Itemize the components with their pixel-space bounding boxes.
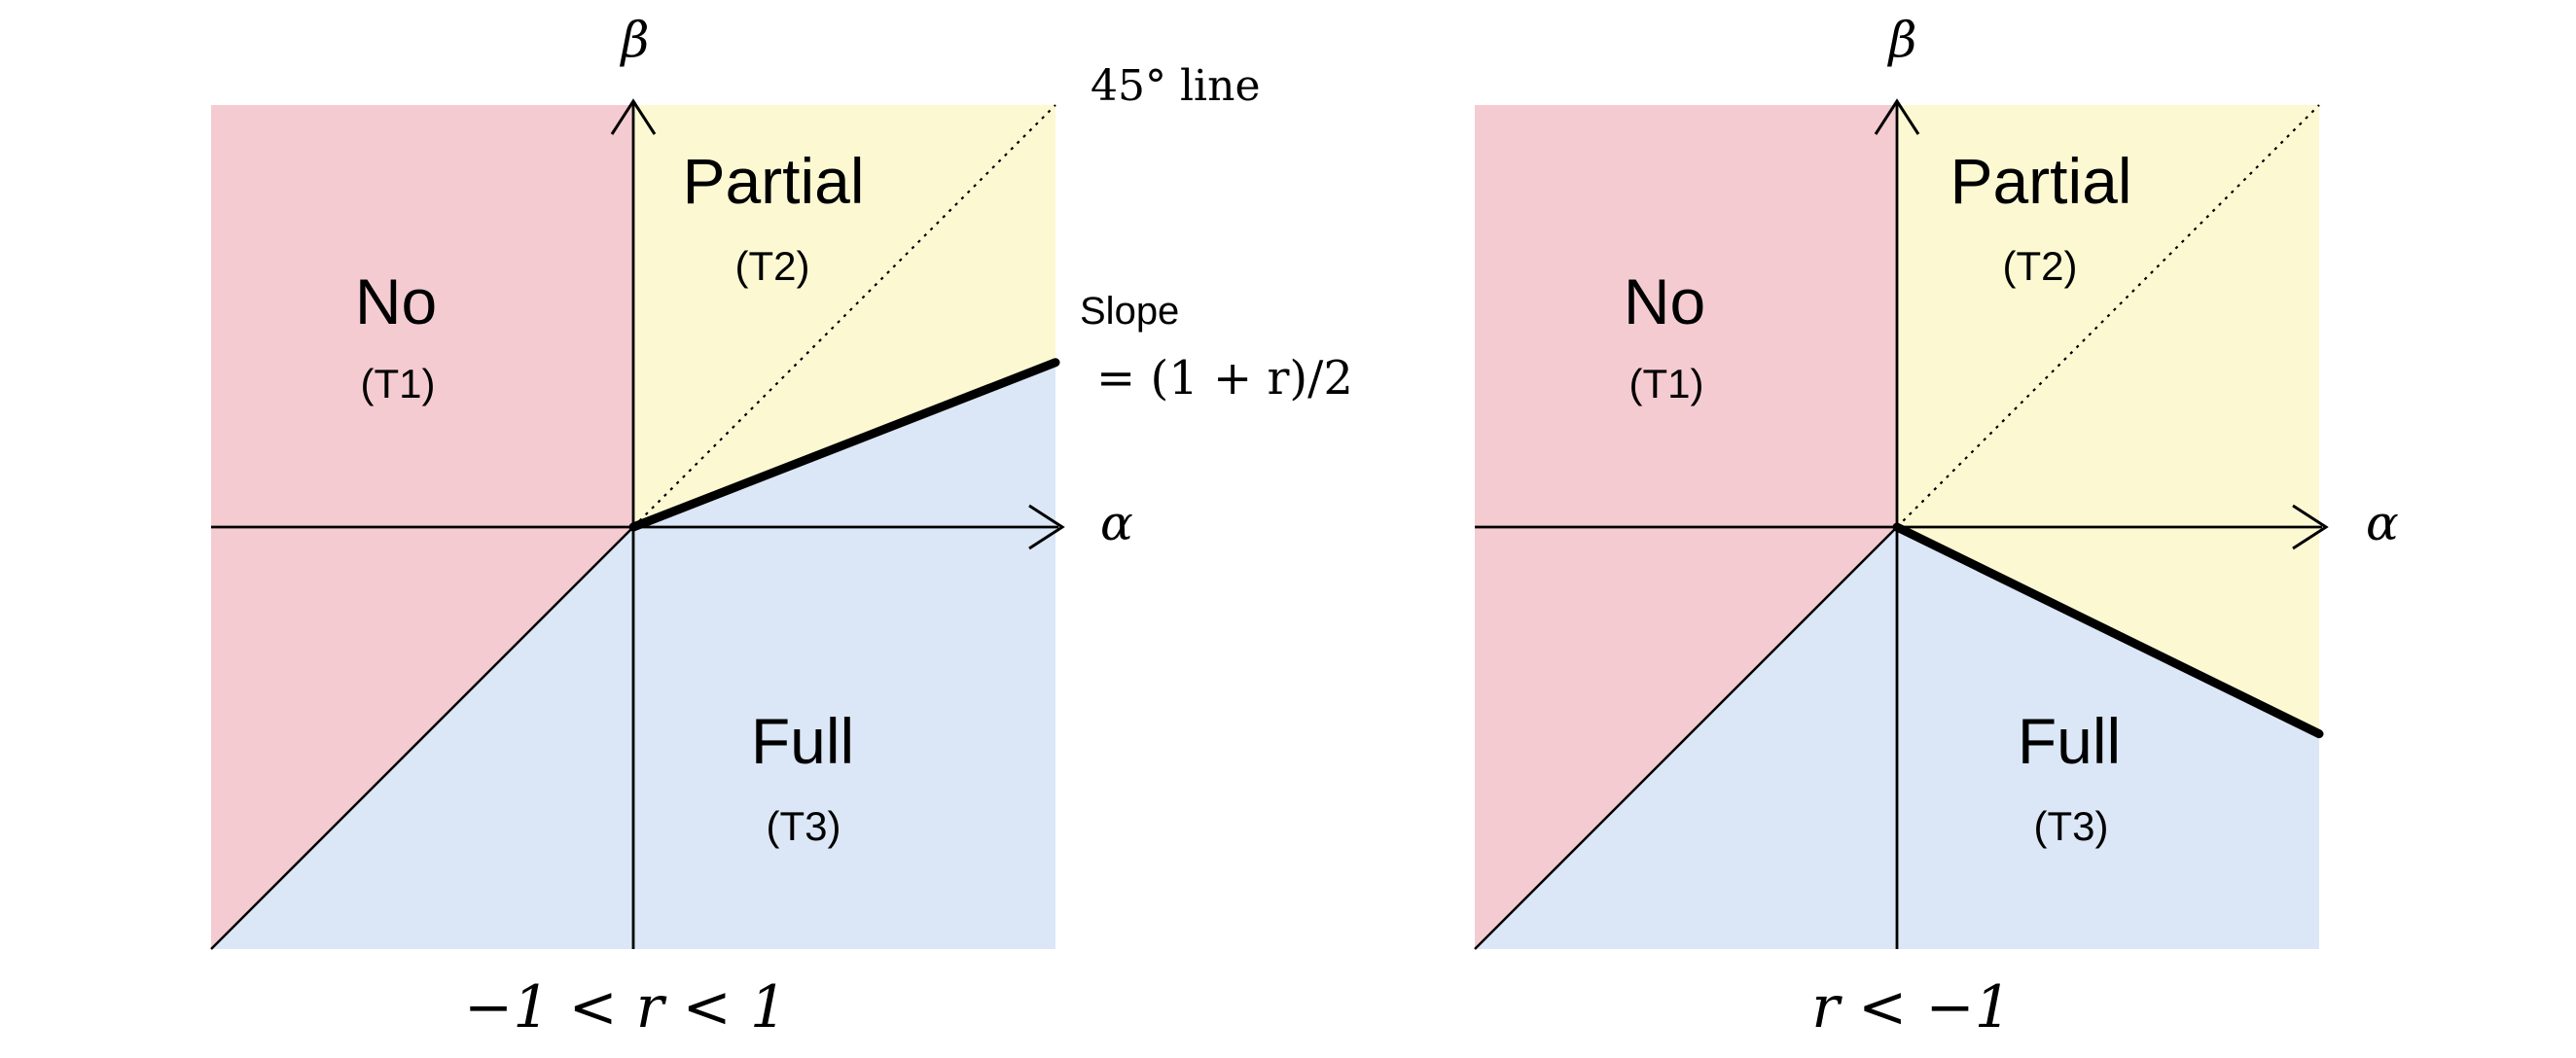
forty-five-degree-line — [632, 104, 1056, 528]
no-region-tag: (T1) — [1629, 361, 1704, 406]
alpha-axis-arrow-icon — [2292, 504, 2329, 550]
alpha-axis-arrow-icon — [1028, 504, 1065, 550]
left-panel: α β No (T1) Partial (T2) Full (T3) 45° l… — [210, 12, 1353, 1041]
beta-axis-label: β — [1887, 12, 1917, 68]
full-region-tag: (T3) — [767, 803, 841, 849]
full-region-label: Full — [2018, 705, 2121, 777]
partial-region-label: Partial — [1950, 145, 2131, 217]
no-region-label: No — [1624, 265, 1705, 337]
no-region-tag: (T1) — [361, 361, 436, 406]
slope-title: Slope — [1080, 290, 1179, 333]
partial-region-label: Partial — [682, 145, 864, 217]
alpha-axis-label: α — [2366, 495, 2399, 551]
full-region-tag: (T3) — [2034, 803, 2109, 849]
beta-axis-arrow-icon — [610, 98, 657, 135]
beta-axis-arrow-icon — [1874, 98, 1920, 135]
beta-axis-label: β — [620, 12, 650, 68]
partial-full-boundary-line — [628, 358, 1060, 532]
right-panel-caption: r < −1 — [1811, 973, 2012, 1041]
left-panel-caption: −1 < r < 1 — [464, 973, 787, 1041]
partial-region-tag: (T2) — [735, 243, 810, 289]
right-panel: α β No (T1) Partial (T2) Full (T3) r < −… — [1474, 12, 2399, 1041]
slope-value: = (1 + r)/2 — [1096, 351, 1353, 406]
alpha-axis-label: α — [1100, 495, 1133, 551]
forty-five-degree-line-label: 45° line — [1091, 61, 1261, 111]
full-region-label: Full — [751, 705, 854, 777]
partial-region-tag: (T2) — [2003, 243, 2078, 289]
no-full-boundary-line — [210, 526, 634, 950]
partial-full-boundary-line — [1892, 522, 2324, 739]
no-region-label: No — [355, 265, 437, 337]
no-full-boundary-line — [1474, 526, 1898, 950]
forty-five-degree-line — [1896, 104, 2320, 528]
